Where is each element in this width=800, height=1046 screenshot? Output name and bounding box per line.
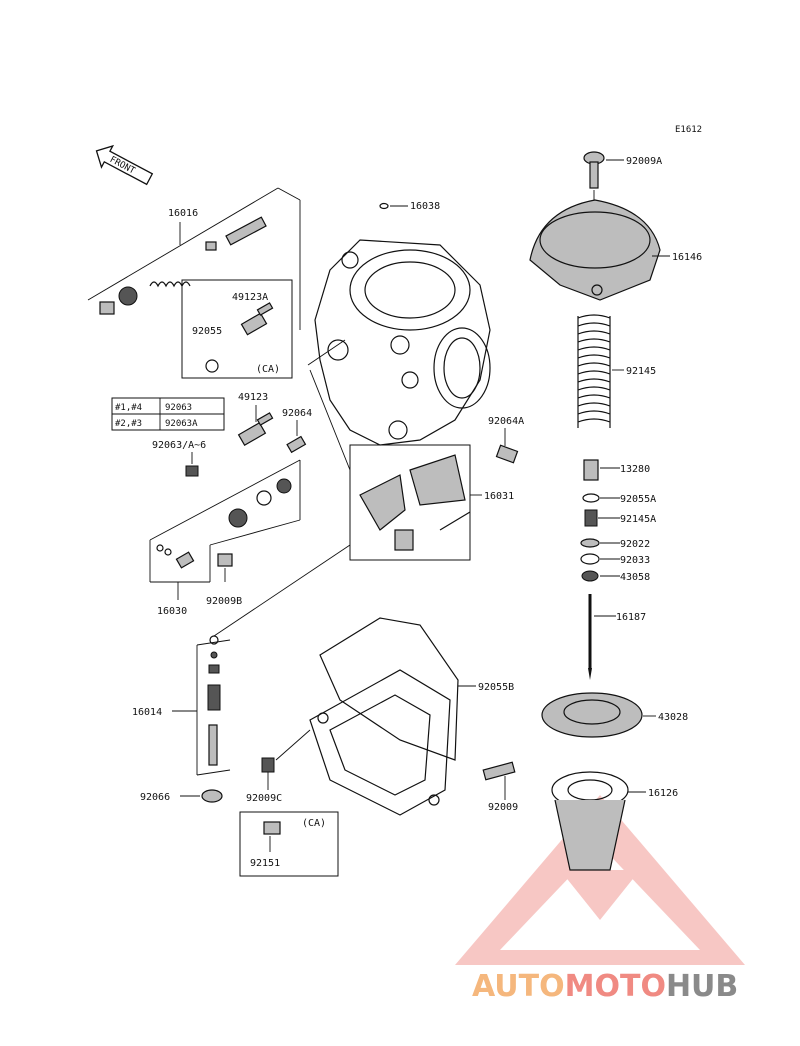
part-16031-float bbox=[359, 454, 471, 551]
part-49123 bbox=[237, 412, 274, 447]
part-16030-group bbox=[149, 459, 301, 583]
part-16187-needle bbox=[588, 594, 592, 680]
label-92009: 92009 bbox=[488, 802, 518, 813]
part-92145A bbox=[584, 509, 598, 527]
watermark-moto: MOTO bbox=[565, 969, 666, 1004]
part-92055A bbox=[582, 493, 600, 503]
part-16038 bbox=[379, 202, 389, 210]
watermark-hub: HUB bbox=[666, 969, 738, 1004]
part-92151 bbox=[263, 821, 281, 835]
part-92022 bbox=[580, 538, 600, 548]
ca-box-top bbox=[181, 279, 293, 379]
label-92145A: 92145A bbox=[620, 514, 656, 525]
part-13280 bbox=[583, 459, 599, 481]
part-43028-diaphragm bbox=[541, 692, 643, 738]
watermark-auto: AUTO bbox=[472, 969, 565, 1004]
label-92066: 92066 bbox=[140, 792, 170, 803]
watermark-logo bbox=[455, 795, 745, 965]
label-92064: 92064 bbox=[282, 408, 312, 419]
part-92033 bbox=[580, 553, 600, 565]
part-49123A bbox=[240, 302, 274, 336]
part-92055B-gasket bbox=[319, 617, 459, 761]
label-92022: 92022 bbox=[620, 539, 650, 550]
label-49123: 49123 bbox=[238, 392, 268, 403]
part-92009 bbox=[482, 761, 516, 781]
part-92009B bbox=[217, 553, 233, 567]
carburetor-body bbox=[307, 239, 491, 471]
part-16146-top-cover bbox=[529, 199, 661, 301]
ca-box-bottom bbox=[239, 811, 339, 877]
label-43028: 43028 bbox=[658, 712, 688, 723]
diagram-code: E1612 bbox=[675, 125, 702, 135]
part-92009A bbox=[583, 151, 605, 189]
part-16014-group bbox=[196, 639, 231, 776]
label-16031: 16031 bbox=[484, 491, 514, 502]
table-part-2: 92063A bbox=[165, 419, 198, 429]
label-16146: 16146 bbox=[672, 252, 702, 263]
part-92063 bbox=[185, 465, 199, 477]
label-ca-top: (CA) bbox=[256, 364, 280, 375]
part-16126-slide bbox=[551, 771, 629, 871]
part-43058 bbox=[581, 570, 599, 582]
label-92033: 92033 bbox=[620, 555, 650, 566]
front-arrow-icon: FRONT bbox=[95, 144, 154, 186]
label-92145: 92145 bbox=[626, 366, 656, 377]
cylinder-table bbox=[111, 397, 225, 431]
table-cyl-1: #1,#4 bbox=[115, 403, 142, 413]
label-16014: 16014 bbox=[132, 707, 162, 718]
label-16187: 16187 bbox=[616, 612, 646, 623]
label-16126: 16126 bbox=[648, 788, 678, 799]
table-cyl-2: #2,#3 bbox=[115, 419, 142, 429]
label-92055B: 92055B bbox=[478, 682, 514, 693]
part-92055-oring bbox=[205, 359, 219, 373]
part-92064A bbox=[495, 444, 519, 464]
label-92055: 92055 bbox=[192, 326, 222, 337]
label-43058: 43058 bbox=[620, 572, 650, 583]
part-92009C bbox=[261, 757, 275, 773]
label-92009C: 92009C bbox=[246, 793, 282, 804]
label-92009B: 92009B bbox=[206, 596, 242, 607]
label-16016: 16016 bbox=[168, 208, 198, 219]
table-part-1: 92063 bbox=[165, 403, 192, 413]
float-bowl bbox=[309, 669, 451, 816]
label-16030: 16030 bbox=[157, 606, 187, 617]
label-92064A: 92064A bbox=[488, 416, 524, 427]
label-92151: 92151 bbox=[250, 858, 280, 869]
label-16038: 16038 bbox=[410, 201, 440, 212]
part-92066 bbox=[201, 789, 223, 803]
label-13280: 13280 bbox=[620, 464, 650, 475]
label-92009A: 92009A bbox=[626, 156, 662, 167]
part-16016-group bbox=[87, 187, 301, 330]
label-ca-bottom: (CA) bbox=[302, 818, 326, 829]
label-49123A: 49123A bbox=[232, 292, 268, 303]
part-92145-spring bbox=[577, 314, 611, 428]
label-92055A: 92055A bbox=[620, 494, 656, 505]
watermark-text: AUTOMOTOHUB bbox=[472, 969, 738, 1004]
label-92063-range: 92063/A~6 bbox=[152, 440, 206, 451]
part-92064 bbox=[286, 435, 307, 454]
